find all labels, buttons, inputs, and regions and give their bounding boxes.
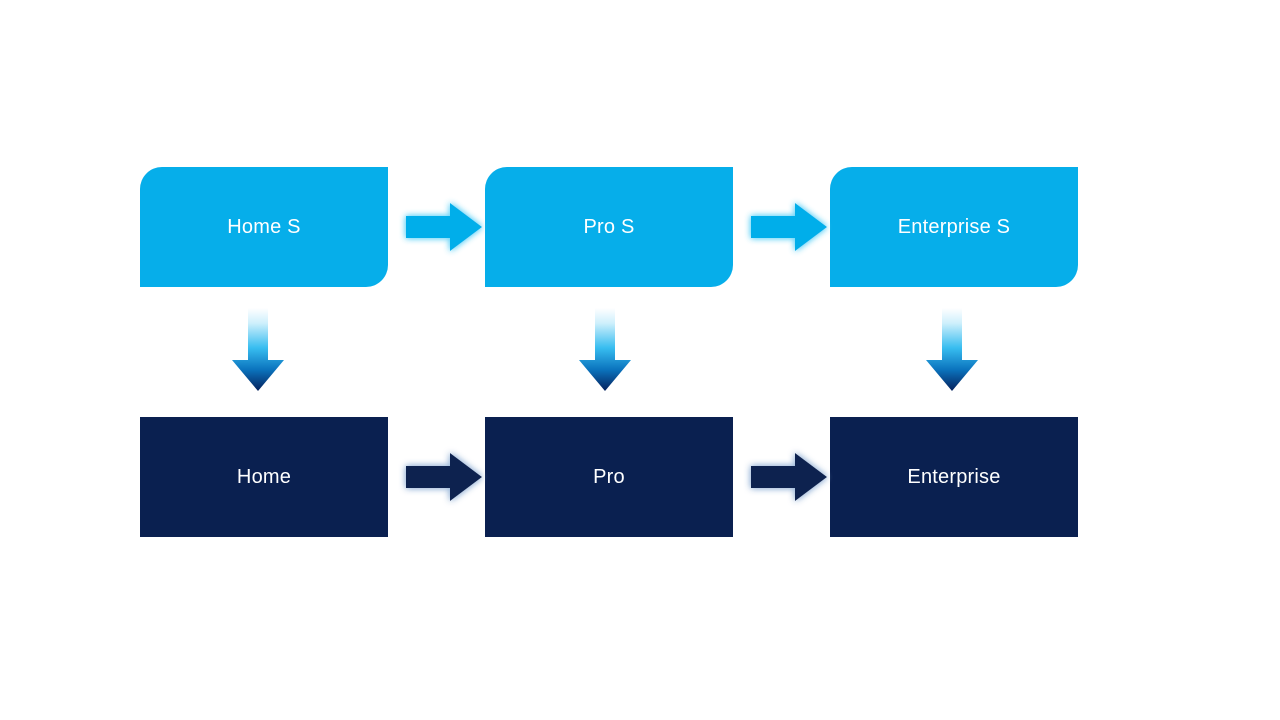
node-enterprise[interactable]: Enterprise (830, 417, 1078, 537)
node-label-pro-s: Pro S (583, 216, 635, 238)
node-label-home: Home (236, 466, 292, 488)
down-arrow-icon-home-s-to-home (231, 308, 285, 392)
node-enterprise-s[interactable]: Enterprise S (830, 167, 1078, 287)
node-label-home-s: Home S (227, 216, 301, 238)
node-pro-s[interactable]: Pro S (485, 167, 733, 287)
right-arrow-icon-home-to-pro (406, 451, 482, 503)
right-arrow-icon-pro-to-enterprise (751, 451, 827, 503)
node-label-enterprise-s: Enterprise S (897, 216, 1011, 238)
node-home[interactable]: Home (140, 417, 388, 537)
right-arrow-icon-pro-s-to-enterprise-s (751, 201, 827, 253)
node-home-s[interactable]: Home S (140, 167, 388, 287)
down-arrow-icon-pro-s-to-pro (578, 308, 632, 392)
node-label-enterprise: Enterprise (907, 466, 1001, 488)
node-pro[interactable]: Pro (485, 417, 733, 537)
node-label-pro: Pro (593, 466, 625, 488)
right-arrow-icon-home-s-to-pro-s (406, 201, 482, 253)
down-arrow-icon-enterprise-s-to-enterprise (925, 308, 979, 392)
